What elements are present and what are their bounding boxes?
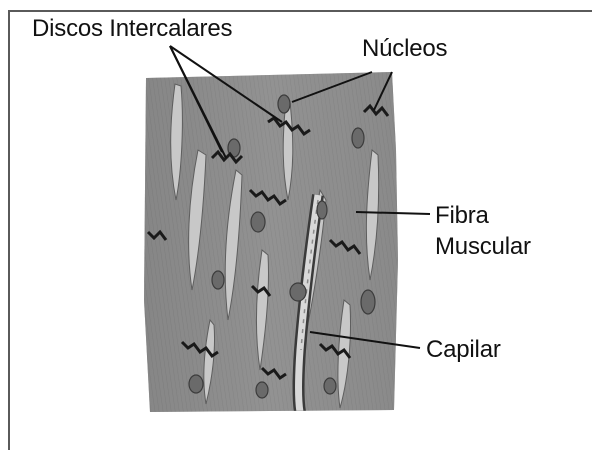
label-capillary: Capilar [426,337,501,363]
label-nuclei: Núcleos [362,36,447,62]
label-intercalated-discs: Discos Intercalares [32,16,232,42]
label-muscle-fiber-line2: Muscular [435,234,531,260]
label-muscle-fiber-line1: Fibra [435,203,489,229]
